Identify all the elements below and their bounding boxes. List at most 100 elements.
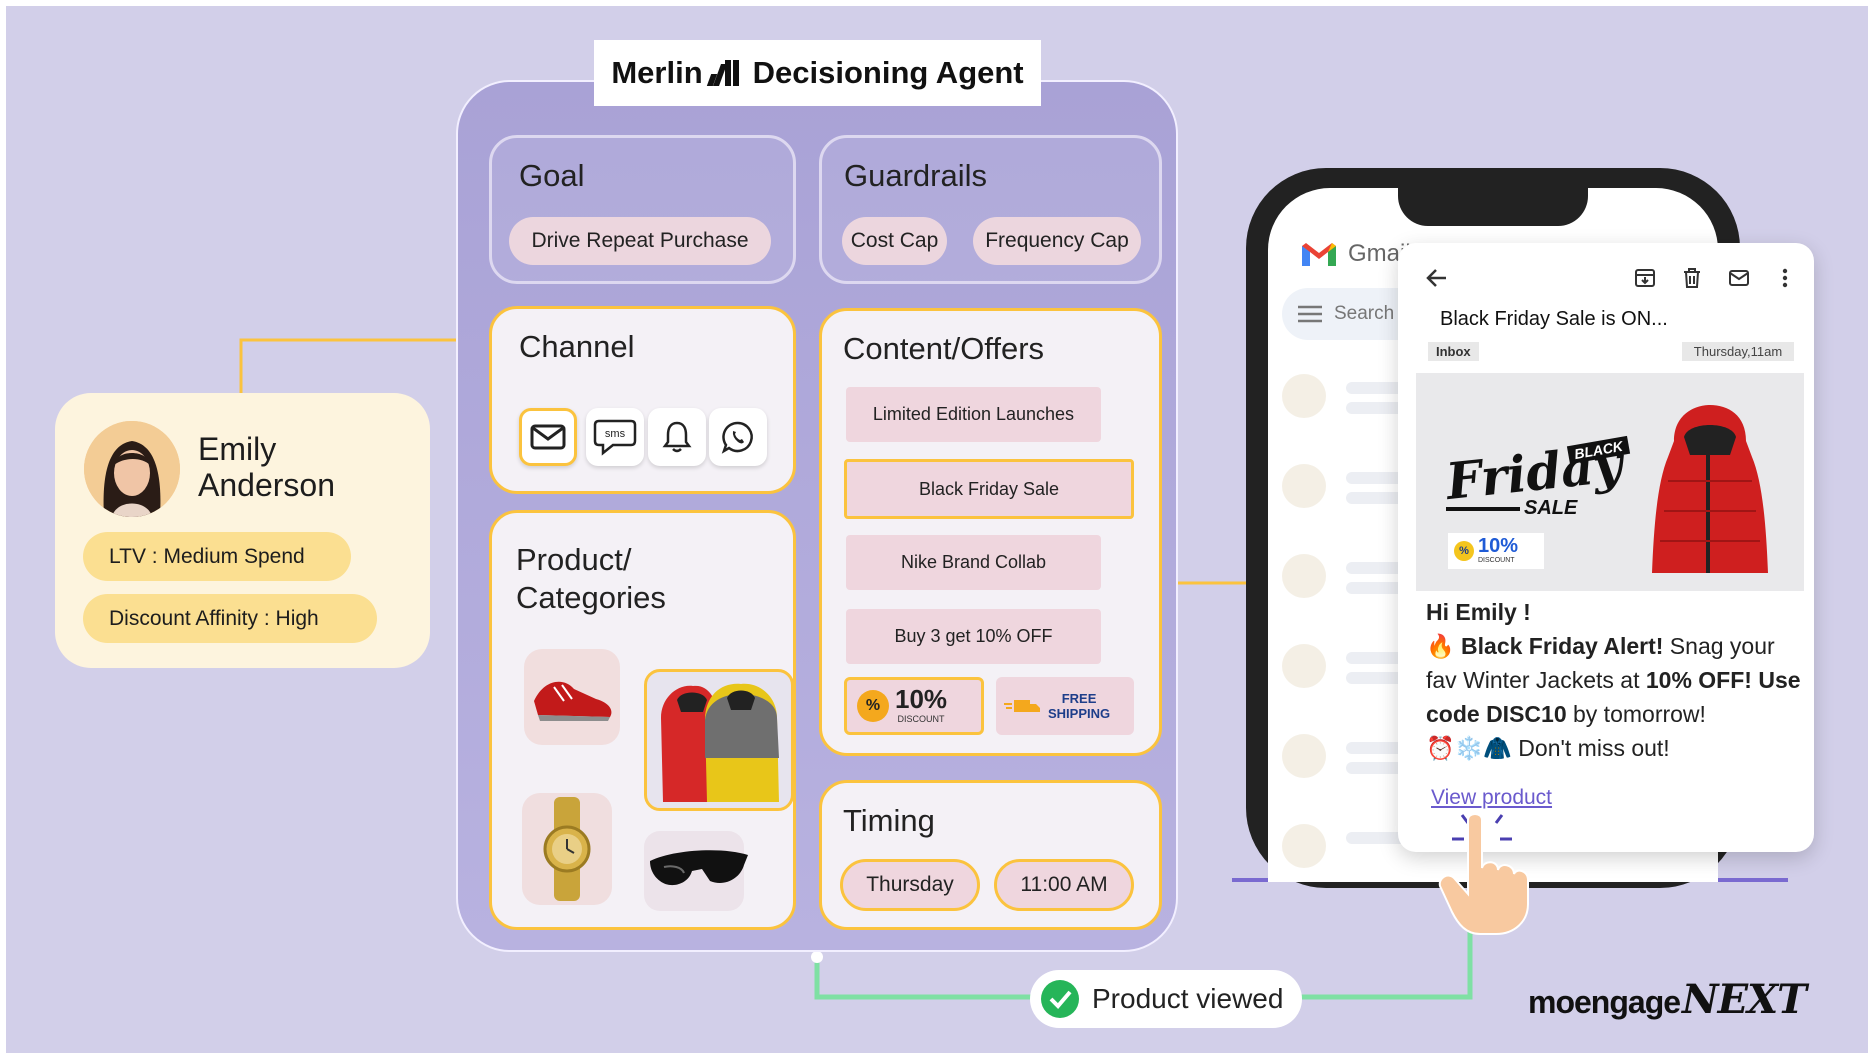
- banner-pct-label: DISCOUNT: [1478, 557, 1515, 564]
- agent-title-bar: Merlin Decisioning Agent: [594, 40, 1041, 106]
- banner-sale: SALE: [1520, 497, 1582, 520]
- guardrails-card: Guardrails Cost Cap Frequency Cap: [819, 135, 1162, 284]
- trash-icon[interactable]: [1682, 267, 1702, 289]
- frequency-cap-pill[interactable]: Frequency Cap: [973, 217, 1141, 265]
- gmail-logo-icon: [1302, 243, 1336, 266]
- goal-title: Goal: [519, 158, 585, 193]
- channel-card: Channel sms: [489, 306, 796, 494]
- watch-product[interactable]: [522, 793, 612, 905]
- product-title-line2: Categories: [516, 580, 666, 615]
- push-channel-button[interactable]: [648, 408, 706, 466]
- email-alert: Black Friday Alert!: [1461, 633, 1664, 659]
- goal-card: Goal Drive Repeat Purchase: [489, 135, 796, 284]
- sunglasses-product[interactable]: [644, 831, 748, 911]
- inbox-row-avatar: [1282, 374, 1326, 418]
- profile-channel-connector: [239, 338, 487, 393]
- customer-profile-card: Emily Anderson LTV : Medium Spend Discou…: [55, 393, 430, 668]
- red-jacket-image: [1652, 405, 1768, 573]
- email-greeting: Hi Emily !: [1426, 599, 1531, 625]
- discount-value: 10%: [895, 684, 948, 714]
- view-product-link[interactable]: View product: [1431, 786, 1553, 809]
- gmail-header: Gmail: [1300, 240, 1411, 268]
- inbox-row-avatar: [1282, 464, 1326, 508]
- email-by-tomorrow: by tomorrow!: [1566, 701, 1706, 727]
- inbox-row-line: [1346, 402, 1406, 414]
- inbox-label: Inbox: [1428, 342, 1479, 361]
- sneaker-image: [534, 681, 612, 721]
- product-categories-card: Product/ Categories: [489, 510, 796, 930]
- percent-icon: %: [857, 690, 889, 722]
- email-subject: Black Friday Sale is ON...: [1440, 308, 1668, 330]
- tap-sparkle-icon: [1452, 814, 1512, 841]
- ltv-badge: LTV : Medium Spend: [83, 532, 351, 581]
- bell-icon: [662, 421, 692, 453]
- product-viewed-event: Product viewed: [1030, 970, 1302, 1028]
- email-body-line1: Snag your fav Winter Jackets at: [1426, 633, 1775, 693]
- banner-underline: [1446, 507, 1556, 511]
- email-date: Thursday,11am: [1682, 342, 1794, 361]
- sms-channel-button[interactable]: sms: [586, 408, 644, 466]
- watch-image: [543, 797, 591, 901]
- email-use-code: Use code DISC10: [1426, 667, 1801, 727]
- email-dont-miss: Don't miss out!: [1511, 735, 1670, 761]
- decisioning-agent-panel: Goal Drive Repeat Purchase Guardrails Co…: [456, 80, 1178, 952]
- customer-last-name: Anderson: [198, 467, 335, 503]
- banner-discount-badge: % 10% DISCOUNT: [1448, 533, 1544, 569]
- shipping-line1: FREE: [1061, 691, 1097, 706]
- tap-hand-icon: [1438, 813, 1529, 935]
- email-off: 10% OFF!: [1645, 667, 1752, 693]
- phone-notch: [1398, 188, 1588, 226]
- timing-time-pill[interactable]: 11:00 AM: [994, 859, 1134, 911]
- delivery-truck-icon: [1004, 700, 1040, 712]
- next-brand: NEXT: [1682, 976, 1807, 1023]
- offer-limited-edition[interactable]: Limited Edition Launches: [846, 387, 1101, 442]
- archive-icon[interactable]: [1634, 267, 1656, 289]
- sunglasses-image: [650, 850, 748, 886]
- email-body: Hi Emily ! 🔥 Black Friday Alert! Snag yo…: [1426, 595, 1806, 765]
- avatar: [84, 421, 180, 517]
- inbox-row-line: [1346, 762, 1406, 774]
- whatsapp-channel-button[interactable]: [709, 408, 767, 466]
- merlin-logo-icon: [706, 60, 739, 86]
- moengage-brand: moengage: [1528, 984, 1681, 1020]
- free-shipping-offer[interactable]: FREE SHIPPING: [996, 677, 1134, 735]
- inbox-row-avatar: [1282, 824, 1326, 868]
- inbox-row-avatar: [1282, 734, 1326, 778]
- goal-item[interactable]: Drive Repeat Purchase: [509, 217, 771, 265]
- alarm-snow-coat-emoji-icon: ⏰❄️🧥: [1426, 735, 1512, 761]
- product-viewed-label: Product viewed: [1092, 983, 1284, 1014]
- discount-offer[interactable]: % 10% DISCOUNT: [844, 677, 984, 735]
- inbox-row-line: [1346, 672, 1406, 684]
- timing-card: Timing Thursday 11:00 AM: [819, 780, 1162, 930]
- shipping-line2: SHIPPING: [1048, 706, 1111, 721]
- jacket-product[interactable]: [644, 669, 794, 811]
- jacket-image: [661, 683, 779, 802]
- mail-icon[interactable]: [1728, 269, 1750, 287]
- banner-pct: 10%: [1478, 535, 1519, 557]
- timing-day-pill[interactable]: Thursday: [840, 859, 980, 911]
- back-arrow-icon[interactable]: [1426, 268, 1448, 288]
- email-banner: BLACK Friday SALE % 10% DISCOUNT: [1416, 373, 1804, 591]
- banner-percent-icon: %: [1454, 541, 1474, 561]
- more-options-icon[interactable]: [1782, 267, 1788, 289]
- sms-label: sms: [605, 428, 626, 440]
- sms-icon: sms: [593, 419, 637, 456]
- content-offers-card: Content/Offers Limited Edition Launches …: [819, 308, 1162, 756]
- email-channel-button[interactable]: [519, 408, 577, 466]
- offer-nike-collab[interactable]: Nike Brand Collab: [846, 535, 1101, 590]
- inbox-row-line: [1346, 492, 1406, 504]
- inbox-row-avatar: [1282, 644, 1326, 688]
- offer-buy3[interactable]: Buy 3 get 10% OFF: [846, 609, 1101, 664]
- offer-black-friday[interactable]: Black Friday Sale: [844, 459, 1134, 519]
- merlin-brand: Merlin: [611, 55, 703, 90]
- customer-name: Emily Anderson: [198, 431, 335, 503]
- sneaker-product[interactable]: [524, 649, 620, 745]
- discount-label: DISCOUNT: [897, 714, 945, 724]
- moengage-next-logo: moengageNEXT: [1528, 976, 1807, 1023]
- cost-cap-pill[interactable]: Cost Cap: [842, 217, 947, 265]
- inbox-row-avatar: [1282, 554, 1326, 598]
- email-body-paragraph: 🔥 Black Friday Alert! Snag your fav Wint…: [1426, 629, 1806, 731]
- timing-title: Timing: [843, 803, 935, 838]
- email-body-last-line: ⏰❄️🧥 Don't miss out!: [1426, 731, 1806, 765]
- email-icon: [530, 424, 566, 450]
